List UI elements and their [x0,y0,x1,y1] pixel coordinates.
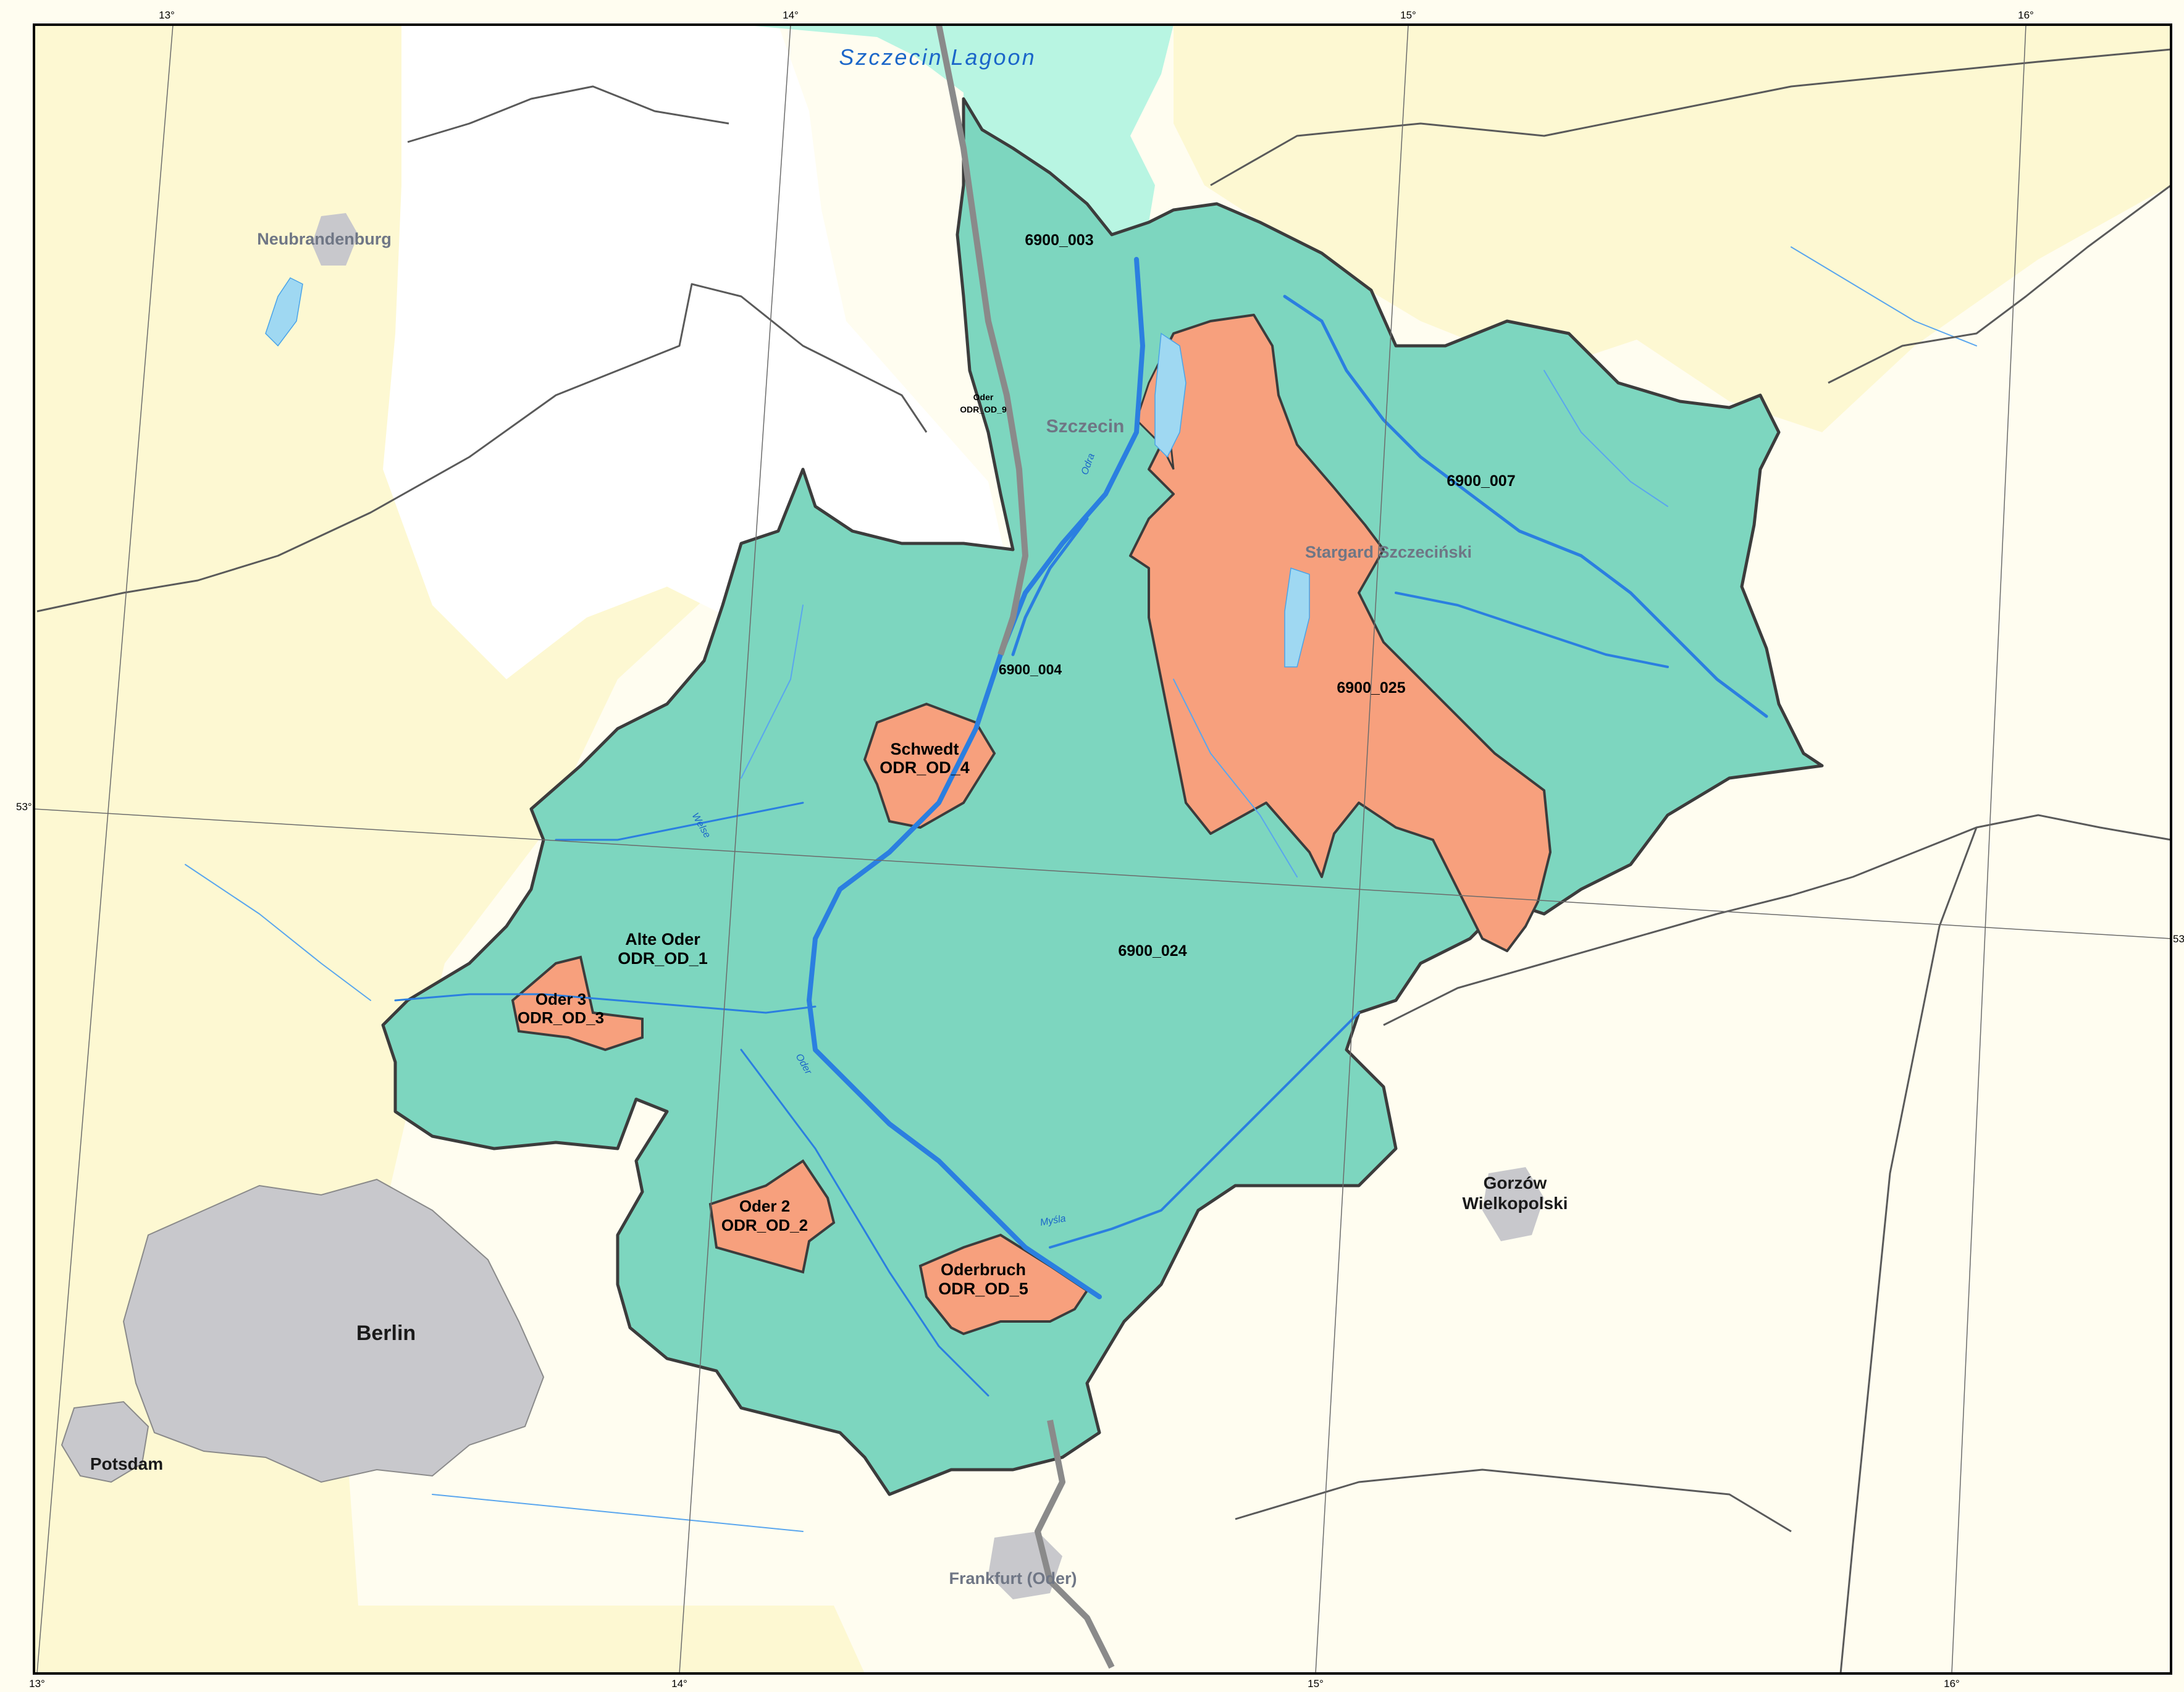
grat-bottom-14: 14° [671,1678,687,1690]
subunit-schwedt [863,702,996,829]
meridian-13 [36,24,174,1674]
city-stargard: Stargard Szczeciński [1305,543,1472,561]
label-alteoder-line1: Alte Oder [625,930,700,949]
border-voivodeship-1 [1383,814,2172,1026]
rivers [185,246,1977,1532]
subunit-6900-025 [1129,314,1552,952]
label-oder2-line2: ODR_OD_2 [721,1216,808,1234]
grat-top-14: 14° [783,9,799,21]
label-schwedt-line2: ODR_OD_4 [880,758,970,777]
oder-catchment [381,97,1824,1496]
river-welse [555,802,804,841]
grat-bottom-16: 16° [1944,1678,1960,1690]
city-berlin: Berlin [356,1321,416,1345]
label-oder3-line2: ODR_OD_3 [518,1008,604,1027]
label-oder3-line1: Oder 3 [536,990,586,1008]
city-neubrandenburg: Neubrandenburg [257,230,392,248]
label-oder9-line1: Oder [973,392,994,402]
city-potsdam: Potsdam [90,1454,163,1473]
river-minor-2 [1173,679,1298,877]
sub-units [511,314,1552,1336]
border-national-south [1035,1420,1115,1669]
river-minor-3 [1544,370,1668,507]
river-ina [1283,295,1768,718]
lake-dabie [1154,332,1186,458]
neubrandenburg-urban [312,213,358,266]
border-national [936,24,1028,656]
river-mysla [1049,1011,1360,1249]
meridian-16 [1951,24,2026,1674]
parallel-53 [33,808,2172,939]
lagoon-label: Szczecin Lagoon [839,44,1036,70]
label-oderbruch-line2: ODR_OD_5 [938,1279,1028,1298]
meridian-15 [1315,24,1409,1674]
label-schwedt-line1: Schwedt [890,740,959,758]
label-6900-025: 6900_025 [1337,679,1405,697]
label-6900-003: 6900_003 [1025,232,1093,249]
inner-white-region [383,25,1019,692]
river-oder-main [807,257,1145,1299]
border-voivodeship-2 [1839,827,1978,1674]
label-6900-024: 6900_024 [1118,942,1186,960]
urban-areas [61,213,1544,1599]
border-voivodeship-4 [1828,184,2172,384]
city-szczecin: Szczecin [1046,416,1125,437]
grat-bottom-13: 13° [29,1678,45,1690]
river-westoder [1011,517,1089,656]
label-6900-007: 6900_007 [1447,472,1515,490]
river-plone [1395,592,1669,668]
label-alteoder-line2: ODR_OD_1 [618,949,708,968]
border-state-north [36,283,928,613]
grat-top-13: 13° [159,9,175,21]
river-minor-6 [1791,246,1977,346]
meridian-14 [679,24,791,1674]
lake-miedwie [1284,567,1310,668]
grat-bottom-15: 15° [1308,1678,1324,1690]
lake-tollense [265,277,303,347]
border-yellow-north [1210,48,2172,186]
poland-north-region [1174,25,2171,432]
subunit-oderbruch [918,1233,1089,1336]
graticule-labels: 13° 14° 15° 16° 13° 14° 15° 16° 53° 53 [16,9,2184,1690]
river-alte-oder [740,1049,989,1397]
water-body-labels: 6900_003 6900_004 6900_007 6900_024 6900… [518,232,1516,1298]
subunit-oder3 [511,955,644,1052]
city-frankfurt: Frankfurt (Oder) [949,1569,1077,1588]
label-oderbruch-line1: Oderbruch [941,1260,1026,1279]
berlin-urban [122,1178,545,1483]
label-6900-004: 6900_004 [999,661,1062,677]
border-voivodeship-3 [1235,1468,1792,1533]
szczecin-lagoon [741,25,1174,235]
river-minor-4 [185,864,371,1001]
graticule-lines [33,24,2172,1674]
river-minor-5 [432,1494,804,1532]
river-minor-1 [741,605,804,779]
grat-top-15: 15° [1400,9,1416,21]
borders [36,24,2172,1674]
label-oder9-line2: ODR_OD_9 [960,404,1007,414]
grat-right-53: 53 [2173,933,2184,945]
grat-top-16: 16° [2018,9,2034,21]
city-gorzow-line2: Wielkopolski [1463,1194,1568,1213]
map-frame [33,23,2172,1675]
potsdam-urban [61,1401,149,1483]
border-state-west [407,85,729,143]
subunit-oder2 [708,1159,836,1274]
city-gorzow-line1: Gorzów [1484,1173,1547,1192]
grat-left-53: 53° [16,801,32,813]
gorzow-urban [1482,1167,1544,1241]
canal-oder-havel [394,993,817,1014]
city-labels: Neubrandenburg Szczecin Stargard Szczeci… [90,230,1568,1588]
lakes [265,277,1310,668]
label-oder2-line1: Oder 2 [739,1197,790,1215]
